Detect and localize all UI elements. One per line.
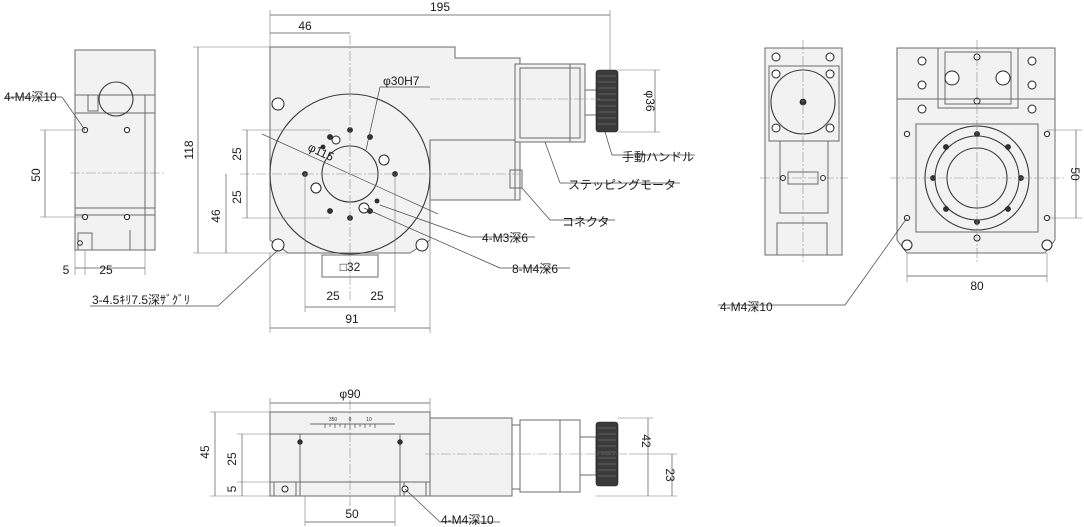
- front-dim-50: 50: [345, 507, 359, 521]
- dim-25-bottom-left: 25: [326, 289, 340, 303]
- note-handle: 手動ハンドル: [622, 150, 694, 164]
- dim-46-left: 46: [209, 209, 223, 223]
- note-counterbore: 3-4.5ｷﾘ7.5深ｻﾞｸﾞﾘ: [92, 293, 190, 307]
- dim-25-bottom-right: 25: [370, 289, 384, 303]
- dim-phi30h7: φ30H7: [383, 74, 420, 88]
- front-dim-23: 23: [663, 468, 677, 482]
- scale-label-left: 350: [329, 417, 338, 423]
- left-side-view: [5, 49, 165, 275]
- dim-46-top: 46: [298, 19, 312, 33]
- dim-195: 195: [430, 0, 450, 14]
- note-m3: 4-M3深6: [482, 231, 528, 245]
- scale-label-right: 10: [366, 417, 372, 423]
- front-dim-5: 5: [225, 485, 239, 492]
- right-end-view: [760, 40, 848, 262]
- front-dim-25: 25: [225, 452, 239, 466]
- side-dim-25: 25: [99, 263, 113, 277]
- note-m4-8: 8-M4深6: [512, 262, 558, 276]
- side-dim-50: 50: [29, 168, 43, 182]
- note-motor: ステッピングモータ: [568, 178, 676, 192]
- note-connector: コネクタ: [562, 215, 610, 229]
- front-dim-42: 42: [639, 434, 653, 448]
- dim-118: 118: [182, 140, 196, 159]
- front-m4-note: 4-M4深10: [441, 513, 494, 527]
- scale-label-zero: 0: [349, 417, 352, 423]
- top-view: [90, 10, 695, 333]
- right-dim-80: 80: [970, 279, 984, 293]
- dim-25-upper: 25: [230, 147, 244, 161]
- dim-phi36: φ36: [643, 90, 657, 111]
- right-m4-note: 4-M4深10: [720, 300, 773, 314]
- right-dim-50: 50: [1068, 167, 1082, 181]
- table-side-view: [718, 40, 1082, 306]
- dim-25-lower: 25: [230, 190, 244, 204]
- dim-sq32: □32: [340, 260, 361, 274]
- dim-91: 91: [345, 312, 359, 326]
- front-dim-45: 45: [198, 445, 212, 459]
- side-m4-note: 4-M4深10: [4, 90, 57, 104]
- side-dim-5: 5: [63, 263, 70, 277]
- front-view: [210, 398, 677, 526]
- front-dim-phi90: φ90: [339, 387, 360, 401]
